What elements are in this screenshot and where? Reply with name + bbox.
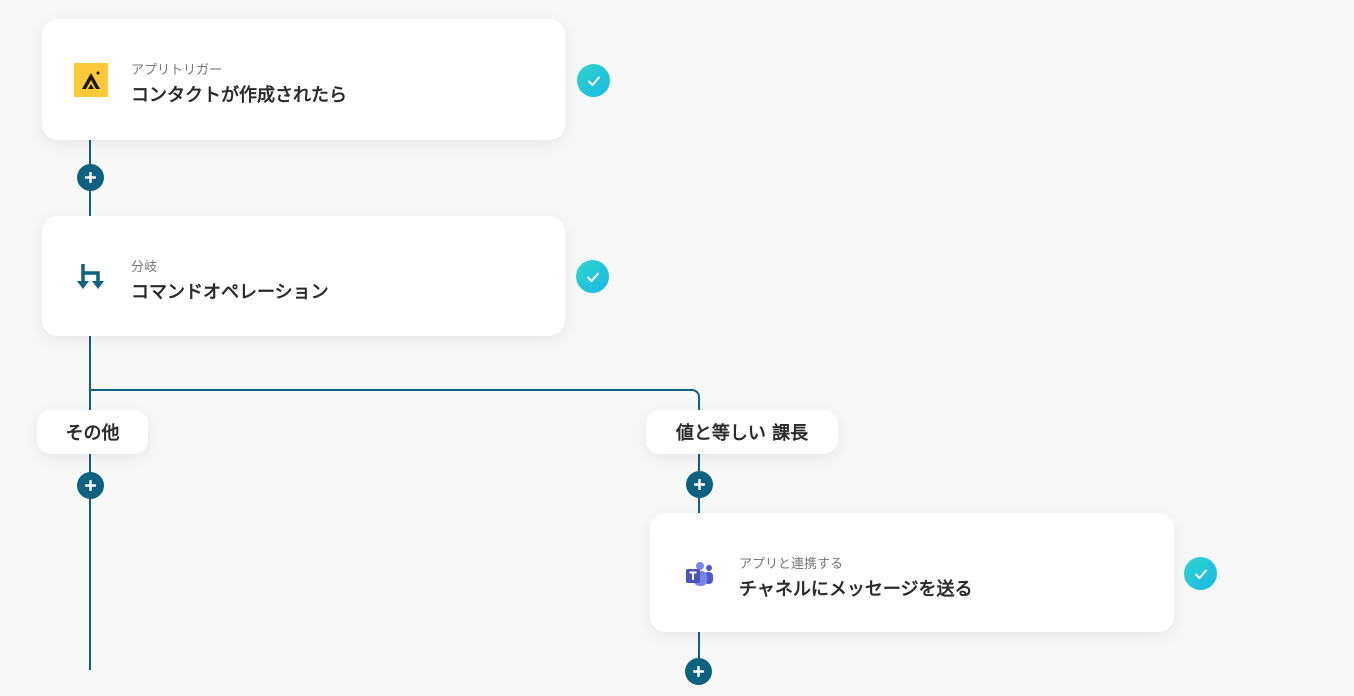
step-type-label: アプリと連携する [739,557,844,572]
trigger-step-card[interactable]: アプリトリガー コンタクトが作成されたら [42,19,565,140]
step-type-label: アプリトリガー [131,63,223,78]
branch-label-other[interactable]: その他 [37,410,148,454]
teams-action-step-card[interactable]: アプリと連携する チャネルにメッセージを送る [650,513,1174,632]
branch-corner [690,389,700,399]
app-trigger-logo-icon [74,63,108,97]
branch-icon [74,260,108,294]
connector-line [698,632,700,672]
step-title: コンタクトが作成されたら [131,85,347,106]
step-type-label: 分岐 [131,260,158,275]
add-step-button[interactable] [685,658,712,685]
branch-connector-line [89,389,693,391]
check-icon [1184,557,1217,590]
check-icon [577,64,610,97]
check-icon [576,260,609,293]
add-step-button[interactable] [686,471,713,498]
branch-step-card[interactable]: 分岐 コマンドオペレーション [42,216,565,336]
step-title: チャネルにメッセージを送る [739,579,973,600]
add-step-button[interactable] [77,164,104,191]
connector-line [698,398,700,513]
connector-line [89,336,91,670]
add-step-button[interactable] [77,472,104,499]
step-title: コマンドオペレーション [131,282,329,303]
microsoft-teams-icon [682,557,716,591]
branch-label-equals[interactable]: 値と等しい 課長 [646,410,838,454]
